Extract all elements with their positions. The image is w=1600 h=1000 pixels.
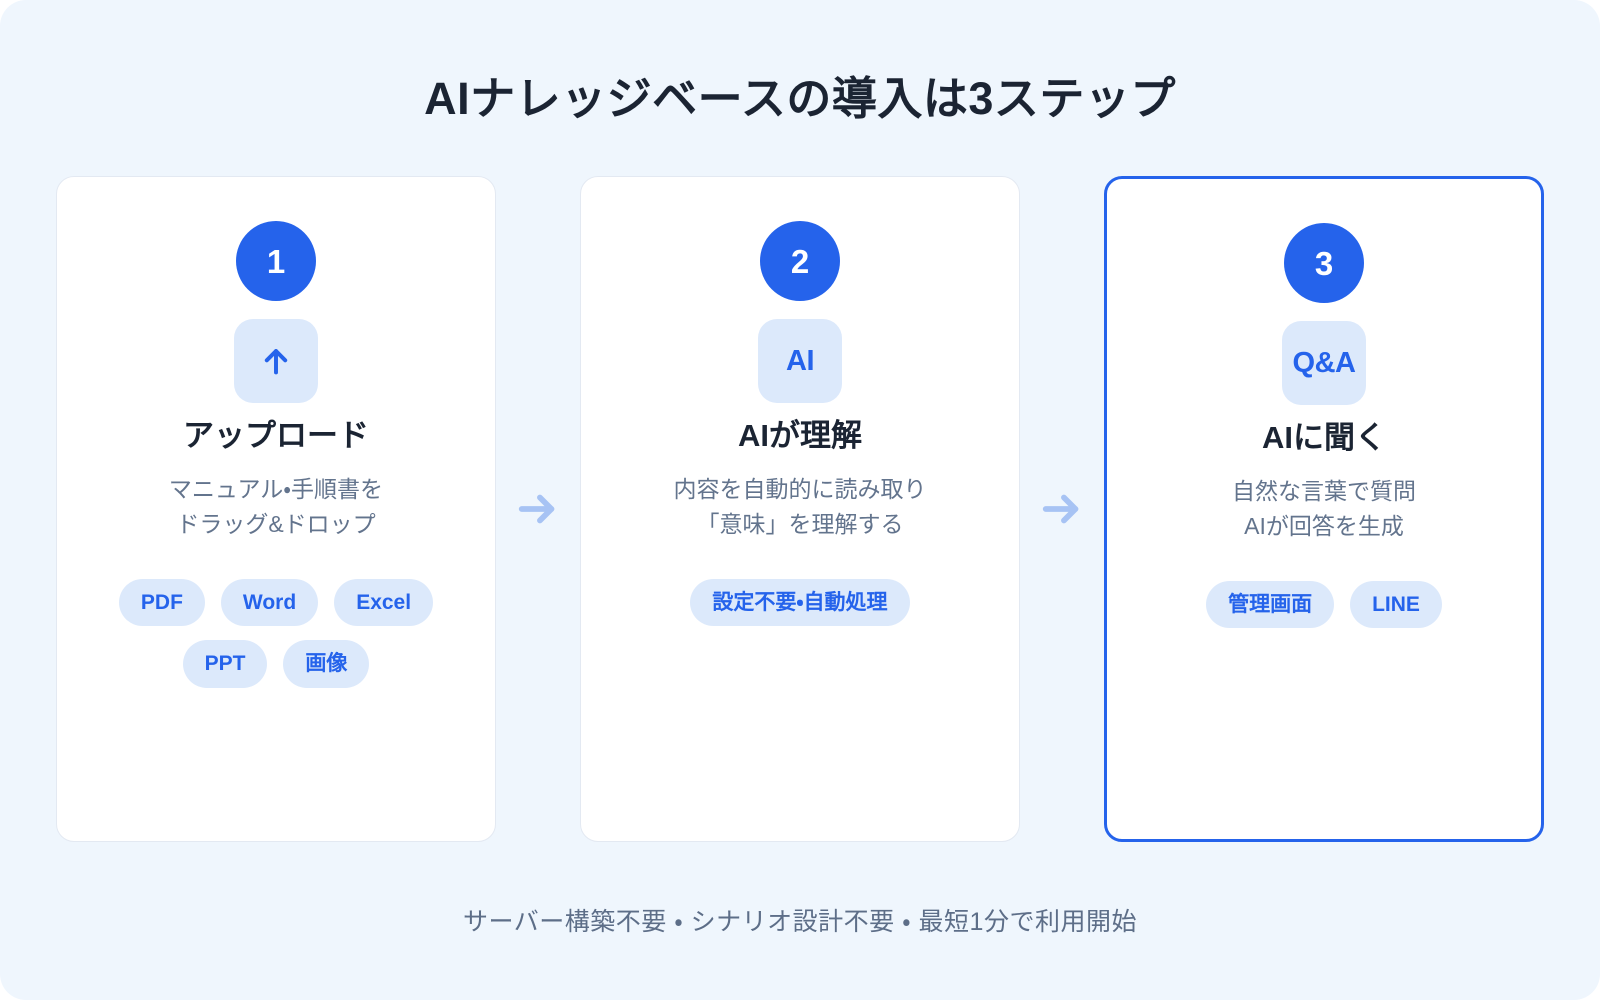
tag-item[interactable]: 設定不要・自動処理 bbox=[690, 579, 910, 627]
tag-item[interactable]: 管理画面 bbox=[1206, 581, 1335, 629]
arrow-up-glyph bbox=[264, 349, 288, 375]
arrow-right-icon bbox=[1042, 494, 1079, 524]
tag-group-1: PDF Word Excel PPT 画像 bbox=[106, 579, 446, 688]
tag-group-2: 設定不要・自動処理 bbox=[690, 579, 910, 627]
step-desc-line-1: 内容を自動的に読み取り bbox=[673, 475, 927, 502]
qa-text-icon: Q&A bbox=[1282, 321, 1366, 405]
tag-item[interactable]: PDF bbox=[118, 579, 205, 627]
step-title-1: アップロード bbox=[183, 418, 369, 453]
connector-2-3 bbox=[1020, 176, 1104, 842]
tag-item[interactable]: PPT bbox=[182, 640, 268, 688]
tag-item[interactable]: LINE bbox=[1350, 581, 1442, 629]
ai-text-icon: AI bbox=[758, 319, 842, 403]
footer-note: サーバー構築不要 ・ シナリオ設計不要 ・ 最短1分で利用開始 bbox=[463, 908, 1137, 936]
step-desc-line-2: ドラッグ&ドロップ bbox=[176, 511, 376, 538]
step-card-1[interactable]: 1 アップロード マニュアル・手順書を ドラッグ&ドロップ PDF Word E… bbox=[56, 176, 496, 842]
upload-arrow-icon bbox=[234, 319, 318, 403]
tag-item[interactable]: 画像 bbox=[283, 640, 370, 688]
page-title: AIナレッジベースの導入は3ステップ bbox=[424, 73, 1176, 124]
step-card-3[interactable]: 3 Q&A AIに聞く 自然な言葉で質問 AIが回答を生成 管理画面 LINE bbox=[1104, 176, 1544, 842]
step-number-badge-1: 1 bbox=[236, 221, 316, 301]
step-title-3: AIに聞く bbox=[1262, 420, 1386, 455]
step-card-2[interactable]: 2 AI AIが理解 内容を自動的に読み取り 「意味」を理解する 設定不要・自動… bbox=[580, 176, 1020, 842]
arrow-right-icon bbox=[518, 494, 555, 524]
step-desc-line-2: AIが回答を生成 bbox=[1244, 513, 1404, 540]
steps-row: 1 アップロード マニュアル・手順書を ドラッグ&ドロップ PDF Word E… bbox=[56, 176, 1544, 842]
step-desc-line-1: 自然な言葉で質問 bbox=[1232, 477, 1416, 504]
step-desc-line-2: 「意味」を理解する bbox=[696, 511, 904, 538]
step-desc-2: 内容を自動的に読み取り 「意味」を理解する bbox=[674, 472, 927, 543]
step-desc-line-1: マニュアル・手順書を bbox=[168, 475, 384, 502]
tag-group-3: 管理画面 LINE bbox=[1154, 581, 1494, 629]
tag-item[interactable]: Excel bbox=[334, 579, 434, 627]
tag-item[interactable]: Word bbox=[220, 579, 319, 627]
connector-1-2 bbox=[496, 176, 580, 842]
step-desc-3: 自然な言葉で質問 AIが回答を生成 bbox=[1232, 474, 1416, 545]
step-number-badge-3: 3 bbox=[1284, 223, 1364, 303]
step-title-2: AIが理解 bbox=[738, 418, 862, 453]
step-desc-1: マニュアル・手順書を ドラッグ&ドロップ bbox=[169, 472, 383, 543]
step-number-badge-2: 2 bbox=[760, 221, 840, 301]
